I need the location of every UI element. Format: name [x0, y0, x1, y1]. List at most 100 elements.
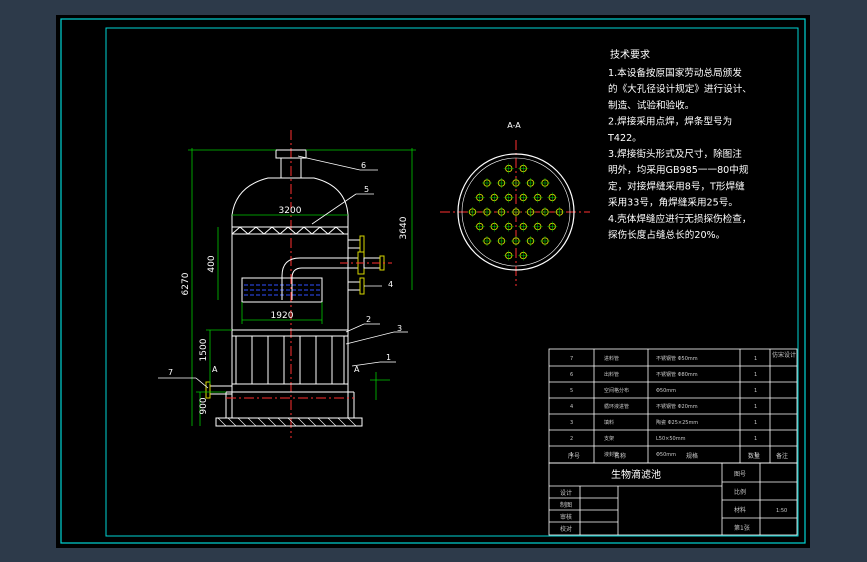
vessel-dome	[231, 177, 349, 216]
hole-crosshair	[489, 221, 500, 232]
hole-crosshair	[511, 207, 521, 217]
hole-crosshair	[511, 178, 521, 188]
outer-frame	[60, 18, 806, 544]
title-block	[548, 462, 798, 536]
note-line: 制造、试验和验收。	[608, 99, 694, 111]
note-line: 4.壳体焊缝应进行无损探伤检查，	[608, 213, 751, 225]
leader-7: 7	[168, 368, 173, 377]
dim-6270: 6270	[181, 272, 191, 295]
hole-crosshair	[518, 250, 529, 261]
bom-cell-spec: 不锈钢管 Φ50mm	[656, 355, 698, 362]
bom-header-qty: 数量	[748, 452, 760, 460]
note-line: 采用33号，角焊缝采用25号。	[608, 197, 738, 209]
bom-cell-no: 7	[570, 356, 573, 362]
hole-crosshair	[467, 207, 478, 217]
dimension-lines	[188, 148, 416, 426]
hole-crosshair	[540, 178, 550, 188]
hole-crosshair	[482, 207, 492, 217]
bom-cell-no: 2	[570, 436, 573, 442]
leader-6: 6	[361, 161, 366, 170]
leader-3: 3	[397, 324, 402, 333]
section-label: A-A	[507, 121, 521, 130]
tb-label-sheet: 第1张	[734, 524, 750, 532]
recirculation-pipe	[281, 257, 358, 300]
dim-3200: 3200	[279, 206, 302, 216]
tb-label-material: 材料	[734, 506, 746, 514]
note-line: 明外，均采用GB985一一80中规	[608, 164, 749, 176]
hole-crosshair	[474, 221, 485, 232]
hole-crosshair	[518, 192, 529, 203]
hole-crosshair	[503, 192, 514, 203]
dim-3640: 3640	[399, 216, 409, 239]
tb-label-scale: 比例	[734, 488, 746, 496]
leader-1: 1	[386, 353, 391, 362]
hole-crosshair	[525, 178, 536, 188]
bom-cell-no: 5	[570, 388, 573, 394]
hole-crosshair	[532, 192, 543, 203]
hole-crosshair	[532, 221, 543, 232]
notes-heading: 技术要求	[610, 48, 650, 61]
bom-cell-qty: 1	[754, 404, 757, 410]
hole-crosshair	[496, 207, 507, 217]
distributor-zigzag	[231, 226, 345, 235]
bom-header-no: 序号	[568, 452, 580, 460]
leader-5: 5	[364, 185, 369, 194]
hole-crosshair	[525, 236, 536, 246]
hole-crosshair	[503, 163, 514, 174]
bom-cell-name: 空间格分布	[604, 387, 629, 394]
bom-cell-qty: 1	[754, 356, 757, 362]
inner-frame	[105, 27, 799, 537]
bom-cell-no: 3	[570, 420, 573, 426]
hole-crosshair	[482, 178, 492, 188]
bom-header-spec: 规格	[686, 452, 698, 460]
note-line: 1.本设备按原国家劳动总局颁发	[608, 67, 742, 79]
dim-400: 400	[207, 255, 217, 272]
tb-label-check: 校对	[560, 525, 572, 533]
bom-cell-qty: 1	[754, 452, 757, 458]
hole-crosshair	[489, 192, 500, 203]
base-plate	[215, 417, 363, 427]
drawing-sheet	[56, 15, 810, 548]
bom-cell-spec: 不锈钢管 Φ80mm	[656, 371, 698, 378]
vessel-elevation	[205, 130, 385, 438]
tb-label-drawing-no: 图号	[734, 471, 746, 478]
bom-cell-spec: L50×50mm	[656, 436, 686, 442]
hole-crosshair	[482, 236, 492, 246]
bom-cell-qty: 1	[754, 436, 757, 442]
dim-1500: 1500	[199, 338, 209, 361]
hole-crosshair	[518, 221, 529, 232]
bom-cell-name: 支架	[604, 435, 614, 442]
hole-crosshair	[496, 178, 507, 188]
top-flange	[275, 149, 307, 159]
note-line: 3.焊接街头形式及尺寸，除图注	[608, 148, 742, 160]
tb-label-draw: 制图	[560, 501, 572, 509]
bom-cell-spec: 不锈钢管 Φ20mm	[656, 403, 698, 410]
leader-2: 2	[366, 315, 371, 324]
bom-cell-qty: 1	[754, 372, 757, 378]
section-marker-left: A	[212, 365, 218, 374]
section-marker-right: A	[354, 365, 360, 374]
hole-crosshair	[518, 163, 529, 174]
note-line: 2.焊接采用点焊，焊条型号为	[608, 116, 732, 128]
bom-cell-no: 1	[570, 452, 573, 458]
bom-table	[548, 348, 798, 464]
bom-cell-spec: Φ50mm	[656, 452, 676, 458]
note-line: T422。	[607, 133, 642, 144]
leader-lines	[158, 155, 408, 389]
drawing-title: 生物滴滤池	[611, 468, 661, 481]
bom-cell-qty: 1	[754, 420, 757, 426]
dim-900: 900	[199, 397, 209, 414]
distributor-holes	[467, 163, 565, 261]
bom-header-name: 名称	[614, 452, 626, 460]
bom-cell-name: 出料管	[604, 371, 619, 378]
note-line: 的《大孔径设计规定》进行设计、	[608, 83, 752, 95]
hole-crosshair	[540, 207, 550, 217]
note-line: 探伤长度占缝总长的20%。	[608, 229, 725, 241]
hole-crosshair	[503, 250, 514, 261]
bom-cell-no: 6	[570, 372, 573, 378]
bom-cell-name: 液封管	[604, 451, 619, 458]
hole-crosshair	[525, 207, 536, 217]
bom-cell-no: 4	[570, 404, 573, 410]
